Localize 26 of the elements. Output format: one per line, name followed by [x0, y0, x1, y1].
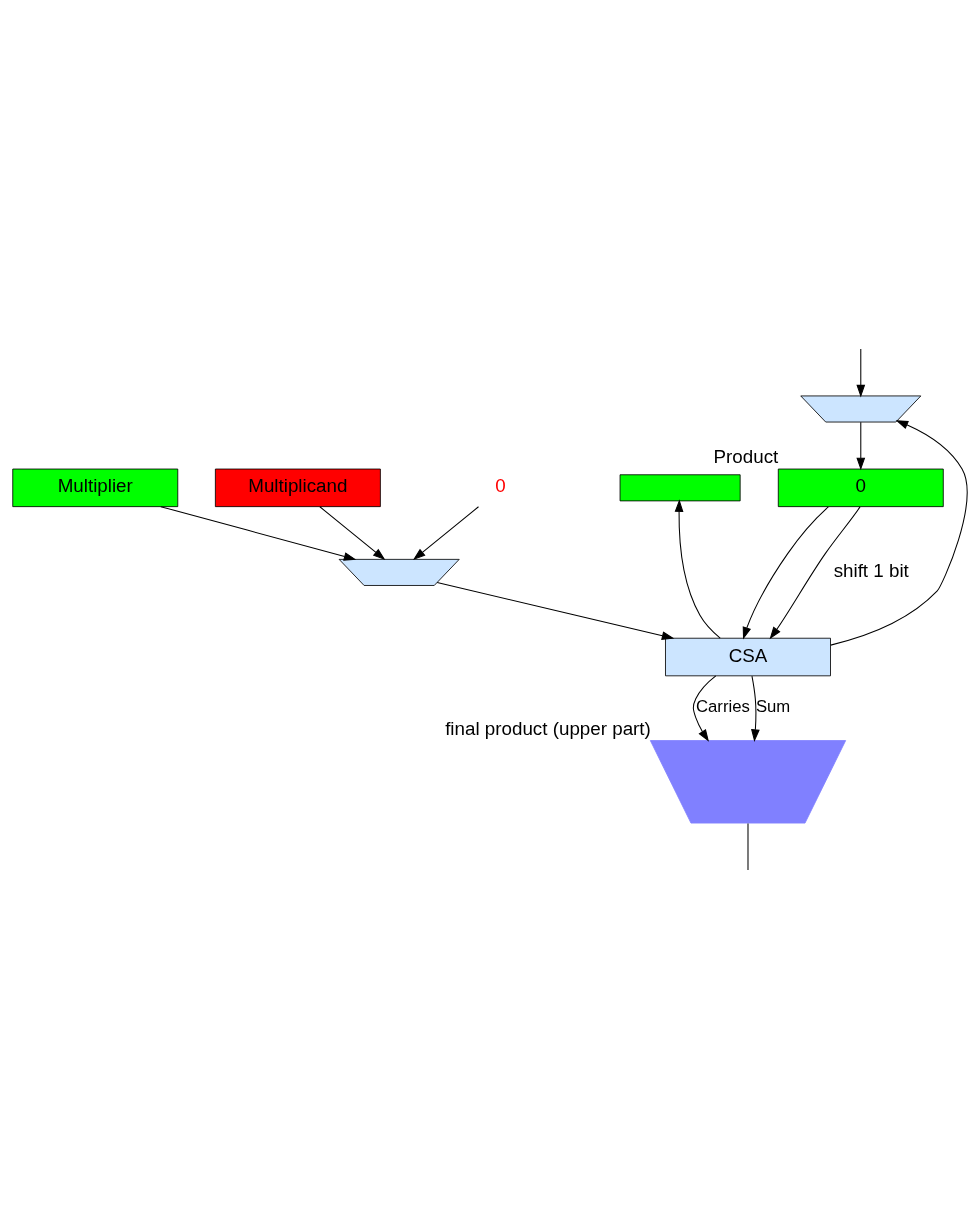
node-box: [338, 558, 460, 586]
node-box: CSA: [665, 637, 831, 676]
node-label: final product (upper part): [445, 717, 651, 739]
node-label: Product: [713, 445, 779, 467]
node-box: Multiplicand: [214, 468, 381, 507]
node-box: Multiplier: [12, 468, 179, 507]
arrow: [160, 505, 357, 561]
arrow: [692, 674, 717, 742]
node-trapezium: [649, 739, 847, 823]
arrow: [856, 348, 866, 397]
arrow: [830, 419, 968, 646]
arrow: [674, 498, 721, 639]
arrow: [413, 505, 479, 560]
arrow: [319, 505, 386, 560]
arrow: [769, 505, 861, 639]
node-text: 0: [495, 474, 506, 496]
edge-label: Carries: [696, 696, 750, 716]
arrow: [751, 675, 760, 742]
arrow: [856, 421, 866, 470]
label: shift 1 bit: [833, 559, 909, 581]
arrow: [742, 505, 829, 639]
edge-label: Sum: [755, 696, 791, 716]
node-box: [619, 473, 741, 501]
arrow: [436, 581, 675, 640]
node-box: [800, 395, 922, 422]
node-box: 0: [777, 468, 944, 507]
